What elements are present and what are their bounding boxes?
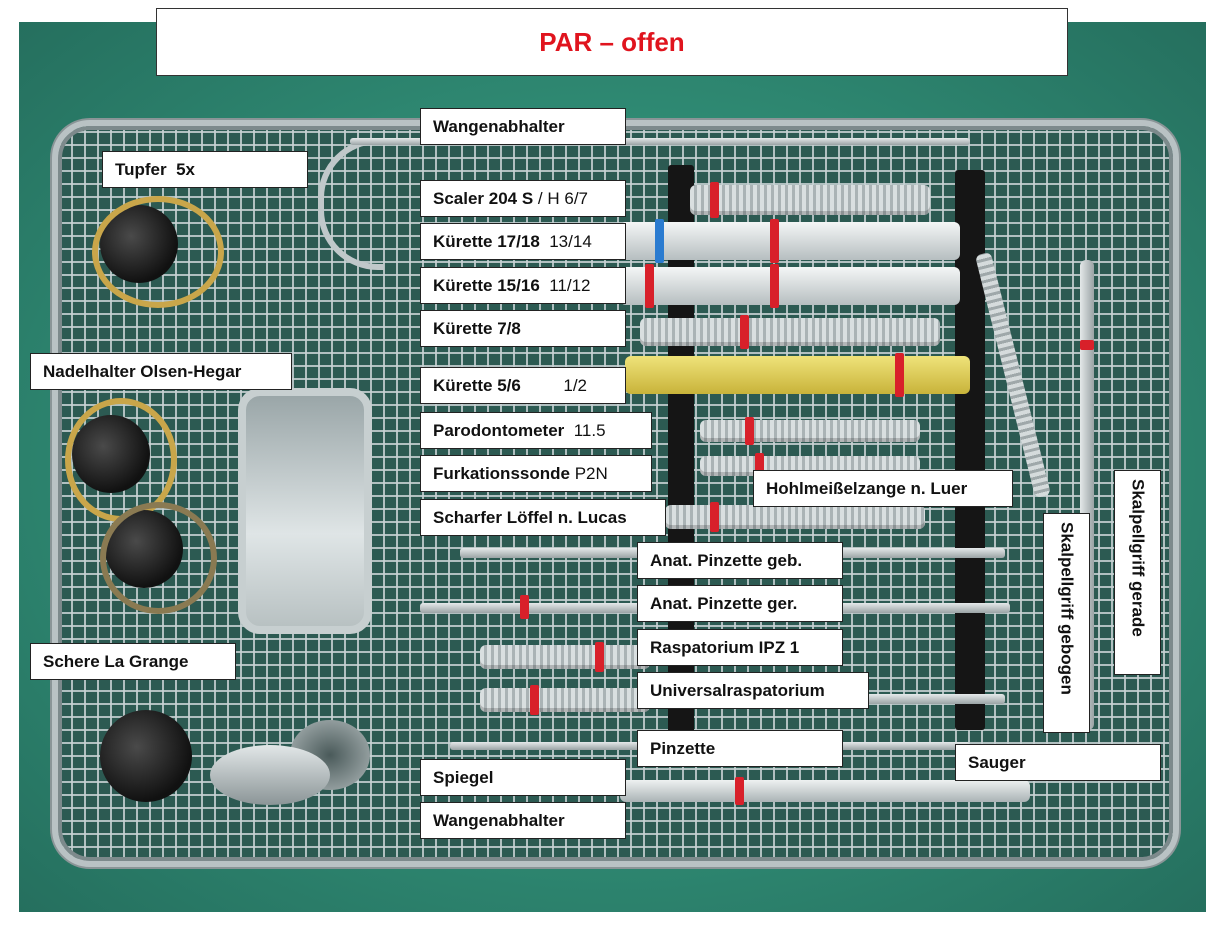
label-hohlmeisselzange: Hohlmeißelzange n. Luer: [753, 470, 1013, 507]
label-pinzette: Pinzette: [637, 730, 843, 767]
label-sauger: Sauger: [955, 744, 1161, 781]
loffel-spoon-icon: [210, 745, 330, 805]
label-wangenabhalter-bottom: Wangenabhalter: [420, 802, 626, 839]
label-text: Nadelhalter Olsen-Hegar: [43, 361, 242, 381]
label-spiegel: Spiegel: [420, 759, 626, 796]
label-text: Raspatorium IPZ 1: [650, 637, 800, 657]
label-kurette-78: Kürette 7/8: [420, 310, 626, 347]
label-text: Sauger: [968, 752, 1026, 772]
label-text: Schere La Grange: [43, 651, 189, 671]
label-skalpellgriff-gebogen: Skalpellgriff gebogen: [1043, 513, 1090, 733]
kurette-1718-handle: [620, 219, 960, 263]
schere-ring-icon: [100, 502, 217, 614]
label-text: Spiegel: [433, 767, 494, 787]
parodontometer-handle: [700, 417, 920, 445]
label-tupfer: Tupfer 5x: [102, 151, 308, 188]
label-parodontometer: Parodontometer 11.5: [420, 412, 652, 449]
label-scharfer-loffel: Scharfer Löffel n. Lucas: [420, 499, 666, 536]
label-text: Skalpellgriff gerade: [1128, 479, 1148, 637]
label-text: Hohlmeißelzange n. Luer: [766, 478, 968, 498]
raspatorium-handle: [480, 642, 650, 672]
label-subtext: 11/12: [539, 275, 591, 295]
instrument-cup-icon: [238, 388, 372, 634]
label-subtext: 13/14: [539, 231, 592, 251]
label-text: Universalraspatorium: [650, 680, 825, 700]
label-kurette-1718: Kürette 17/18 13/14: [420, 223, 626, 260]
label-text: Scharfer Löffel n. Lucas: [433, 507, 627, 527]
label-text: Kürette 5/6: [433, 375, 521, 395]
label-subtext: 1/2: [520, 375, 588, 395]
scaler-handle: [690, 182, 930, 218]
label-text: Furkationssonde: [433, 463, 570, 483]
label-universalraspatorium: Universalraspatorium: [637, 672, 869, 709]
spiegel-knob-icon: [100, 710, 192, 802]
label-kurette-1516: Kürette 15/16 11/12: [420, 267, 626, 304]
wangenabhalter-rod: [350, 138, 970, 145]
label-text: Skalpellgriff gebogen: [1057, 522, 1077, 695]
label-text: Pinzette: [650, 738, 716, 758]
label-schere: Schere La Grange: [30, 643, 236, 680]
label-text: Anat. Pinzette geb.: [650, 550, 803, 570]
label-text: Wangenabhalter: [433, 810, 565, 830]
label-skalpellgriff-gerade: Skalpellgriff gerade: [1114, 470, 1161, 675]
sauger-tube: [620, 777, 1030, 805]
label-subtext: 11.5: [564, 420, 606, 440]
label-subtext: P2N: [569, 463, 608, 483]
universalraspatorium-tip: [860, 694, 1005, 704]
label-text: Tupfer 5x: [115, 159, 195, 179]
kurette-78-handle: [640, 315, 940, 349]
label-anat-pinzette-ger: Anat. Pinzette ger.: [637, 585, 843, 622]
scharfer-loffel-handle: [665, 502, 925, 532]
label-kurette-56: Kürette 5/6 1/2: [420, 367, 626, 404]
label-nadelhalter: Nadelhalter Olsen-Hegar: [30, 353, 292, 390]
label-anat-pinzette-geb: Anat. Pinzette geb.: [637, 542, 843, 579]
label-text: Kürette 7/8: [433, 318, 521, 338]
label-text: Parodontometer: [433, 420, 565, 440]
label-subtext: / H 6/7: [533, 188, 589, 208]
label-text: Scaler 204 S: [433, 188, 534, 208]
label-raspatorium: Raspatorium IPZ 1: [637, 629, 843, 666]
label-text: Kürette 17/18: [433, 231, 540, 251]
title-text: PAR – offen: [539, 26, 685, 57]
label-text: Kürette 15/16: [433, 275, 540, 295]
label-furkationssonde: Furkationssonde P2N: [420, 455, 652, 492]
kurette-56-handle: [625, 353, 970, 397]
kurette-1516-handle: [620, 264, 960, 308]
page-title: PAR – offen: [156, 8, 1068, 76]
label-text: Anat. Pinzette ger.: [650, 593, 798, 613]
universalraspatorium-handle: [480, 685, 650, 715]
label-wangenabhalter-top: Wangenabhalter: [420, 108, 626, 145]
label-scaler: Scaler 204 S / H 6/7: [420, 180, 626, 217]
label-text: Wangenabhalter: [433, 116, 565, 136]
nadelhalter-ring-icon: [92, 196, 224, 308]
